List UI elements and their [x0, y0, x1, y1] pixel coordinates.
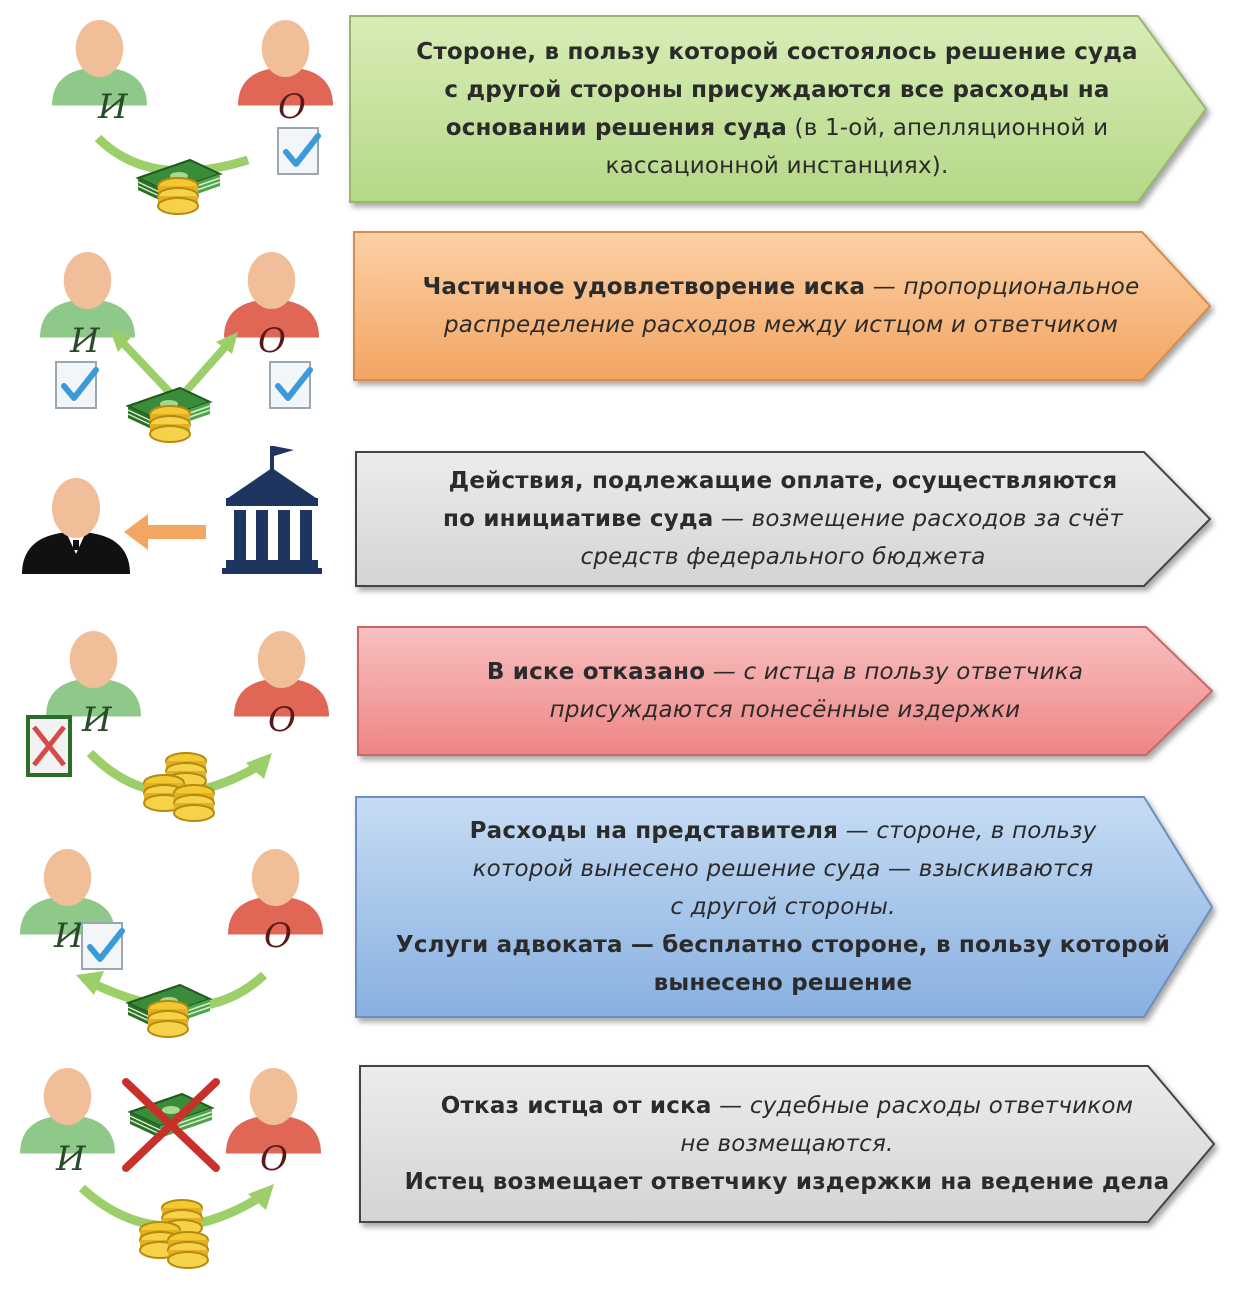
- row-1-box: Стороне, в пользу которой состоялось реш…: [348, 14, 1210, 204]
- cross-icon: [122, 1078, 220, 1172]
- row-3-line-2-note: — возмещение расходов за счёт: [713, 506, 1123, 532]
- row-2-title-note: — пропорциональное: [865, 274, 1140, 300]
- court-building-icon: [222, 446, 322, 574]
- row-6-line-3: Истец возмещает ответчику издержки на ве…: [404, 1169, 1170, 1195]
- plaintiff-letter: И: [53, 916, 85, 956]
- arrow-icon: [248, 1184, 274, 1210]
- checked-document-icon: [278, 128, 318, 174]
- arrow-icon: [177, 343, 229, 401]
- defendant-letter: О: [264, 916, 292, 956]
- arrow-icon: [110, 330, 132, 352]
- row-1-line-4: кассационной инстанциях).: [605, 153, 949, 179]
- row-6-title-note: — судебные расходы ответчиком: [711, 1093, 1134, 1119]
- row-4-title-note: — с истца в пользу ответчика: [705, 659, 1084, 685]
- row-3-title: Действия, подлежащие оплате, осуществляю…: [448, 468, 1118, 494]
- defendant-letter: О: [268, 700, 296, 740]
- checked-document-icon: [270, 362, 310, 408]
- plaintiff-letter: И: [55, 1139, 87, 1179]
- arrow-icon: [76, 971, 104, 995]
- row-1: И О Стороне, в пользу которой состоялось…: [0, 10, 1239, 215]
- arrow-icon: [124, 514, 148, 550]
- plaintiff-letter: И: [97, 87, 129, 127]
- row-5-title-note: — стороне, в пользу: [838, 818, 1097, 844]
- row-2: И О Частичное удовлетворение иска — проп…: [0, 230, 1239, 445]
- plaintiff-letter: И: [81, 700, 113, 740]
- row-1-title: Стороне, в пользу которой состоялось реш…: [416, 39, 1138, 65]
- plaintiff-letter: И: [69, 321, 101, 361]
- row-4-title: В иске отказано: [486, 659, 706, 685]
- judge-icon: [22, 478, 130, 574]
- arrow-icon: [216, 332, 238, 354]
- row-2-title: Частичное удовлетворение иска: [422, 274, 866, 300]
- row-5-box: Расходы на представителя — стороне, в по…: [354, 795, 1216, 1019]
- row-3-box: Действия, подлежащие оплате, осуществляю…: [354, 450, 1214, 588]
- row-6-line-2: не возмещаются.: [680, 1131, 894, 1157]
- checked-document-icon: [82, 923, 122, 969]
- row-5-title: Расходы на представителя: [469, 818, 839, 844]
- row-4-illustration: И О: [26, 631, 329, 822]
- row-5: И О Расходы на представителя — стороне, …: [0, 795, 1239, 1045]
- row-2-box: Частичное удовлетворение иска — пропорци…: [352, 230, 1214, 382]
- coins-icon: [149, 405, 191, 443]
- row-2-line-2: распределение расходов между истцом и от…: [443, 312, 1119, 338]
- coins-icon: [167, 1231, 209, 1269]
- row-6: И О Отказ истца от иска — судебные расхо…: [0, 1060, 1239, 1291]
- row-1-line-3: основании решения суда: [445, 115, 788, 141]
- row-3: Действия, подлежащие оплате, осуществляю…: [0, 440, 1239, 600]
- row-5-line-5: вынесено решение: [653, 970, 913, 996]
- row-3-line-2: по инициативе суда: [443, 506, 714, 532]
- row-3-line-3: средств федерального бюджета: [580, 544, 986, 570]
- arrow-icon: [119, 339, 178, 401]
- row-5-illustration: И О: [20, 849, 323, 1038]
- row-2-illustration: И О: [40, 252, 319, 443]
- row-5-line-4: Услуги адвоката — бесплатно стороне, в п…: [395, 932, 1171, 958]
- coins-icon: [147, 1000, 189, 1038]
- rejected-document-icon: [26, 715, 72, 777]
- row-5-line-3: с другой стороны.: [670, 894, 896, 920]
- row-4-line-2: присуждаются понесённые издержки: [549, 697, 1021, 723]
- row-4-box: В иске отказано — с истца в пользу ответ…: [356, 625, 1216, 757]
- row-4: И О В иске отказано — с истца в пользу о…: [0, 625, 1239, 825]
- defendant-letter: О: [278, 87, 306, 127]
- row-1-line-2: с другой стороны присуждаются все расход…: [444, 77, 1110, 103]
- defendant-letter: О: [260, 1139, 288, 1179]
- coins-icon: [157, 177, 199, 215]
- row-6-title: Отказ истца от иска: [440, 1093, 712, 1119]
- row-1-line-3-note: (в 1-ой, апелляционной и: [787, 115, 1109, 141]
- defendant-letter: О: [258, 321, 286, 361]
- row-6-illustration: И О: [20, 1068, 321, 1269]
- checked-document-icon: [56, 362, 96, 408]
- row-3-illustration: [22, 446, 322, 574]
- row-1-illustration: И О: [52, 20, 333, 215]
- row-6-box: Отказ истца от иска — судебные расходы о…: [358, 1064, 1218, 1224]
- arrow-icon: [246, 753, 272, 779]
- row-5-line-2: которой вынесено решение суда — взыскива…: [472, 856, 1094, 882]
